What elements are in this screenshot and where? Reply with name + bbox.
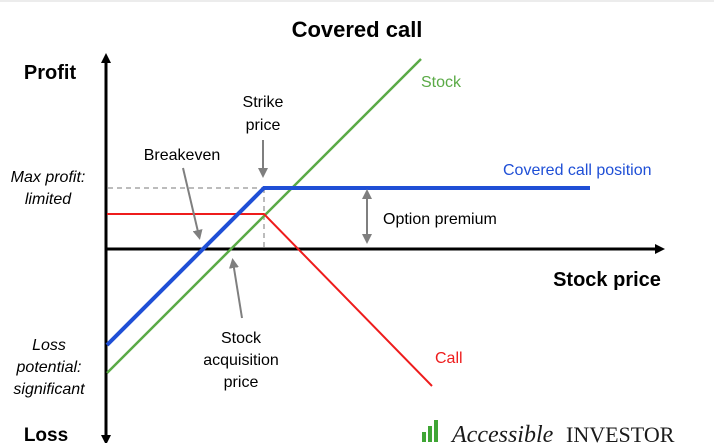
y-axis-profit-label: Profit [24,62,77,84]
acquisition-label-2: acquisition [203,352,279,369]
call-series-label: Call [435,350,463,367]
acquisition-arrow [229,258,243,319]
breakeven-arrow [182,167,203,240]
loss-label-3: significant [13,381,85,398]
logo-caps-word: INVESTOR [566,422,675,443]
loss-label-1: Loss [32,337,66,354]
loss-label-2: potential: [16,359,82,376]
stock-line [106,58,422,374]
strike-label-2: price [246,117,281,134]
option-premium-label: Option premium [383,211,497,228]
accessible-investor-logo: Accessible INVESTOR [422,420,675,443]
covered-call-series-label: Covered call position [503,162,652,179]
logo-script-word: Accessible [450,422,554,443]
max-profit-label-2: limited [25,191,72,208]
max-profit-label-1: Max profit: [11,169,86,186]
strike-label-1: Strike [243,94,284,111]
acquisition-label-1: Stock [221,330,262,347]
acquisition-label-3: price [224,374,259,391]
call-line [107,213,433,387]
x-axis-label: Stock price [553,269,661,291]
breakeven-label: Breakeven [144,147,221,164]
bar-chart-icon [422,420,438,442]
diagram-title: Covered call [292,17,423,42]
stock-series-label: Stock [421,74,462,91]
covered-call-line [105,186,590,347]
y-axis-loss-label: Loss [24,425,68,443]
